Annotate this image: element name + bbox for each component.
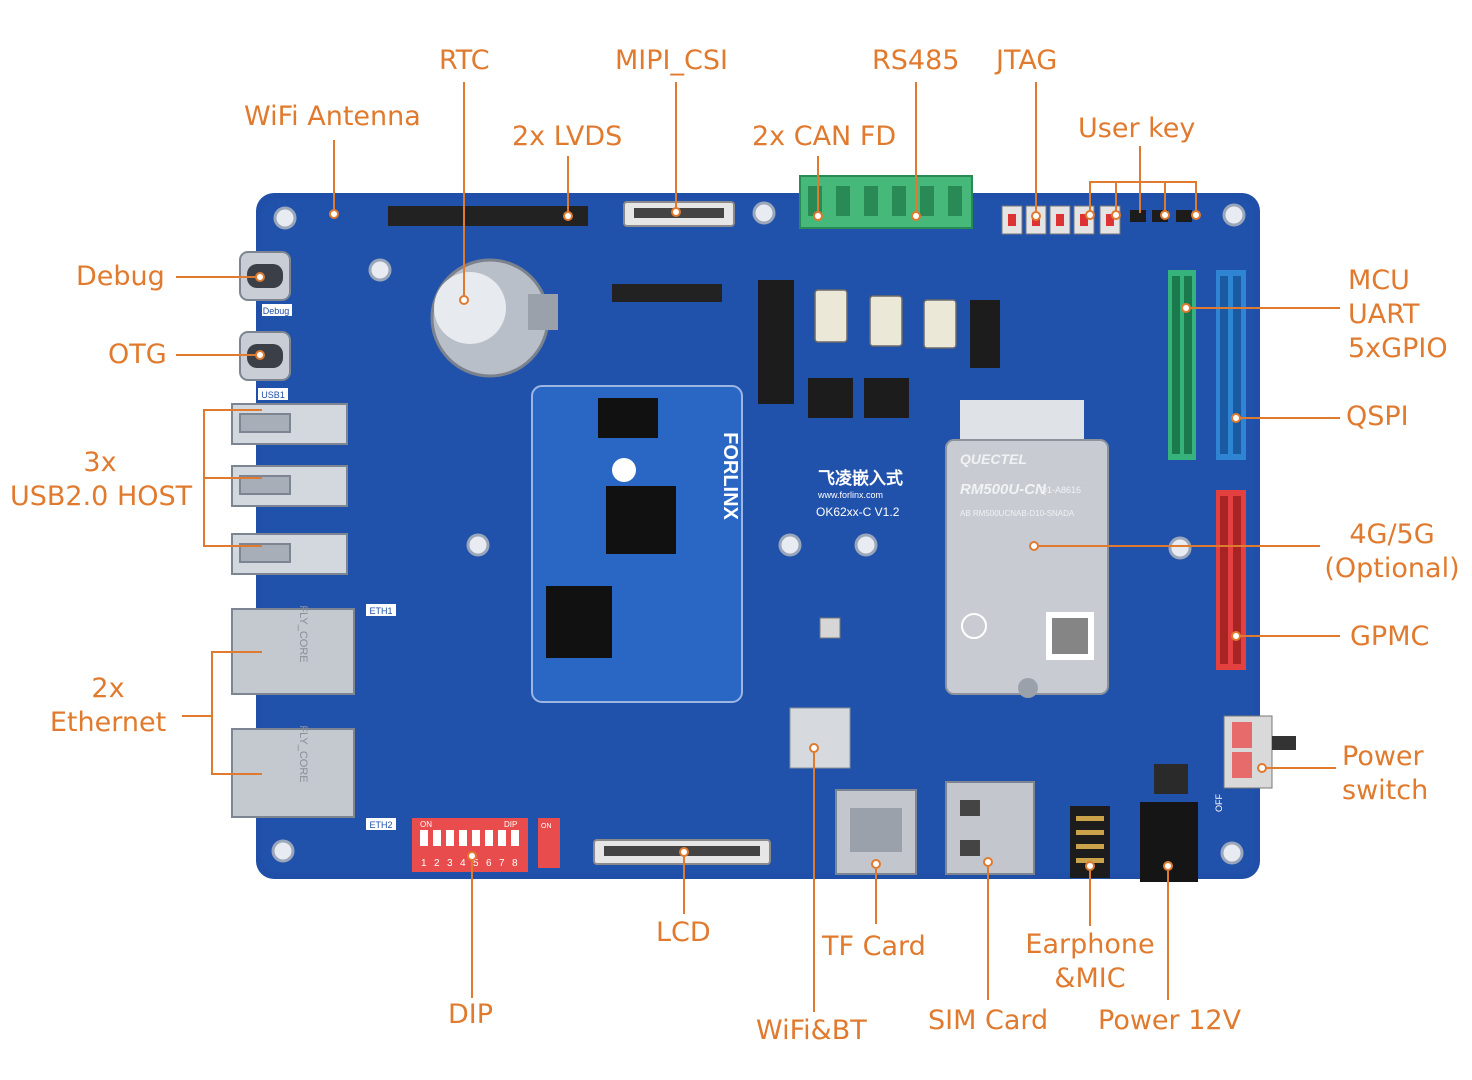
- black-chips-top: [758, 280, 1000, 418]
- dip-num-5: 5: [473, 858, 479, 869]
- board-brand-cn: 飞凌嵌入式: [818, 468, 903, 489]
- som-module: FORLINX: [531, 385, 743, 703]
- label-usb-host: 3x USB2.0 HOST: [10, 446, 193, 514]
- label-earphone: Earphone &MIC: [1010, 928, 1170, 996]
- dip-num-3: 3: [447, 858, 453, 869]
- qspi-header: [1216, 270, 1246, 460]
- module-vendor: QUECTEL: [960, 451, 1027, 467]
- label-lcd: LCD: [656, 917, 711, 948]
- label-ethernet-1: 2x: [91, 673, 125, 704]
- label-otg: OTG: [108, 339, 167, 370]
- label-mipi-csi: MIPI_CSI: [615, 45, 728, 76]
- label-earphone-1: Earphone: [1025, 929, 1155, 960]
- label-qspi: QSPI: [1346, 401, 1409, 432]
- usb-a-ports: [231, 403, 348, 575]
- port-eth1-label: ETH1: [369, 606, 392, 616]
- dip-num-4: 4: [460, 858, 466, 869]
- dip-dip-label: DIP: [504, 820, 517, 829]
- label-debug: Debug: [76, 261, 165, 292]
- label-mcu-2: UART: [1348, 299, 1420, 330]
- jtag-keys: [1001, 205, 1121, 235]
- label-power-switch: Power switch: [1342, 740, 1428, 808]
- dip-switch-2: ON: [538, 818, 560, 868]
- label-lvds: 2x LVDS: [512, 121, 623, 152]
- label-ethernet-2: Ethernet: [49, 707, 167, 738]
- mounting-holes: [271, 201, 1246, 865]
- dip-switch-8: ON DIP 1 2 3 4 5 6 7 8: [412, 818, 528, 872]
- power-switch-part: OFF: [1214, 715, 1296, 812]
- dip-num-1: 1: [421, 858, 427, 869]
- label-lte-2: (Optional): [1324, 553, 1460, 584]
- som-brand: FORLINX: [719, 432, 741, 520]
- label-wifi-bt: WiFi&BT: [756, 1015, 867, 1046]
- label-rtc: RTC: [439, 45, 490, 76]
- board-url: www.forlinx.com: [817, 490, 883, 500]
- label-rs485: RS485: [872, 45, 960, 76]
- port-debug-label: Debug: [263, 306, 290, 316]
- board-model: OK62xx-C V1.2: [816, 505, 900, 519]
- label-jtag: JTAG: [996, 45, 1058, 76]
- dip-num-7: 7: [499, 858, 505, 869]
- rtc-battery: [430, 258, 558, 378]
- module-pn: AB RM500UCNAB-D10-SNADA: [960, 509, 1075, 518]
- label-power-switch-2: switch: [1342, 775, 1429, 806]
- lvds-header: [388, 206, 722, 302]
- dip-on-label: ON: [420, 820, 432, 829]
- label-usb-host-2: USB2.0 HOST: [10, 481, 193, 512]
- dip-num-6: 6: [486, 858, 492, 869]
- label-power-switch-1: Power: [1342, 741, 1424, 772]
- user-button: [819, 617, 841, 639]
- leader-lines: [176, 82, 1340, 1012]
- port-usb1-label: USB1: [261, 390, 285, 400]
- gpmc-header: [1216, 490, 1246, 670]
- wifi-bt-module: [789, 707, 851, 769]
- label-tf-card: TF Card: [822, 931, 926, 962]
- label-usb-host-1: 3x: [83, 447, 117, 478]
- module-name: RM500U-CN: [960, 481, 1047, 498]
- usb-c-debug: Debug: [239, 251, 292, 316]
- off-label: OFF: [1214, 794, 1224, 812]
- label-lte: 4G/5G (Optional): [1322, 518, 1462, 586]
- label-mcu-1: MCU: [1348, 265, 1410, 296]
- mcu-header: [1168, 270, 1196, 460]
- lte-module: QUECTEL RM500U-CN Q1-A8616 AB RM500UCNAB…: [945, 400, 1109, 698]
- label-mcu: MCU UART 5xGPIO: [1348, 264, 1448, 366]
- label-can-fd: 2x CAN FD: [752, 121, 897, 152]
- label-lte-1: 4G/5G: [1349, 519, 1435, 550]
- power-inductor: [1154, 764, 1188, 794]
- label-wifi-antenna: WiFi Antenna: [244, 101, 421, 132]
- usb-c-otg: USB1: [239, 331, 291, 400]
- module-sub: Q1-A8616: [1040, 485, 1081, 495]
- label-dip: DIP: [448, 999, 494, 1030]
- label-earphone-2: &MIC: [1054, 963, 1126, 994]
- label-ethernet: 2x Ethernet: [34, 672, 182, 740]
- dip-num-8: 8: [512, 858, 518, 869]
- dip-num-2: 2: [434, 858, 440, 869]
- label-power-12v: Power 12V: [1098, 1005, 1242, 1036]
- terminal-block: [799, 175, 973, 229]
- label-gpmc: GPMC: [1350, 621, 1430, 652]
- rj45-text-1: FLY_CORE: [297, 605, 309, 662]
- tf-card-slot: [835, 789, 917, 875]
- label-user-key: User key: [1078, 113, 1196, 144]
- switch-on-label: ON: [541, 823, 552, 830]
- leader-dots: [255, 207, 1267, 871]
- label-mcu-3: 5xGPIO: [1348, 333, 1448, 364]
- label-sim-card: SIM Card: [928, 1005, 1049, 1036]
- rj45-text-2: FLY_CORE: [297, 725, 309, 782]
- port-eth2-label: ETH2: [369, 820, 392, 830]
- can-transceivers: [814, 289, 957, 349]
